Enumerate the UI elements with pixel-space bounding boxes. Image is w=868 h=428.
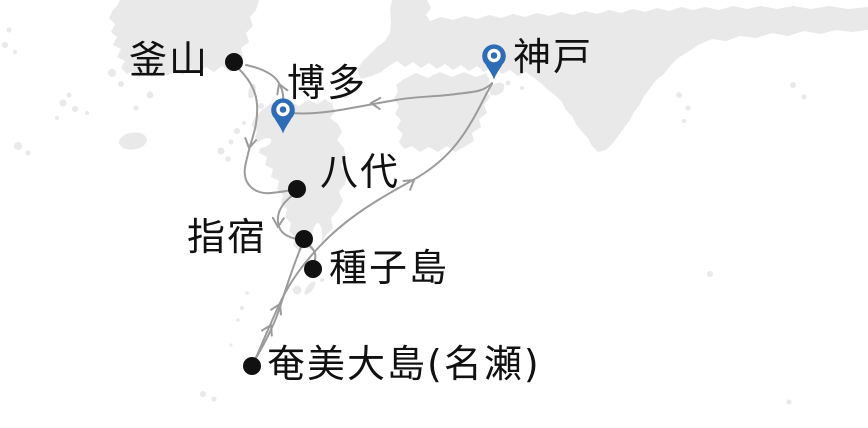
route-lines — [238, 64, 493, 361]
route-leg-yatsushiro-ibusuki — [276, 194, 297, 240]
port-label-amami: 奄美大島(名瀬) — [267, 342, 541, 386]
bay-kagoshima — [311, 223, 323, 251]
port-label-yatsushiro: 八代 — [320, 150, 401, 194]
port-dot-amami — [243, 357, 261, 375]
pin-ring — [487, 48, 501, 63]
island-jeju — [119, 132, 147, 150]
island-tsushima — [248, 83, 256, 99]
bays — [256, 138, 323, 251]
port-dot-ibusuki — [295, 230, 313, 248]
port-label-kobe: 神戸 — [513, 35, 594, 79]
island-iki — [258, 103, 264, 109]
port-dot-busan — [225, 53, 243, 71]
port-label-ibusuki: 指宿 — [187, 215, 268, 259]
port-dot-tanegashima — [304, 260, 322, 278]
port-dot-yatsushiro — [288, 180, 306, 198]
land-kyushu — [251, 99, 347, 251]
route-leg-busan-yatsushiro — [238, 68, 292, 195]
port-label-tanegashima: 種子島 — [329, 246, 450, 290]
land-korea — [109, 0, 259, 77]
port-label-busan: 釜山 — [129, 38, 210, 82]
route-leg-kobe-hakata — [291, 82, 493, 115]
island-yakushima — [292, 285, 302, 295]
pin-ring — [276, 102, 290, 117]
port-pin-hakata — [271, 98, 295, 134]
island-tanegashima — [304, 281, 316, 295]
land-honshu — [357, 0, 868, 152]
port-label-hakata: 博多 — [287, 61, 368, 105]
bay-nagasaki — [256, 138, 272, 148]
port-pin-kobe — [482, 44, 506, 80]
port-dots — [225, 53, 322, 375]
route-leg-hakata-busan — [245, 64, 285, 103]
island-awaji — [489, 82, 505, 96]
